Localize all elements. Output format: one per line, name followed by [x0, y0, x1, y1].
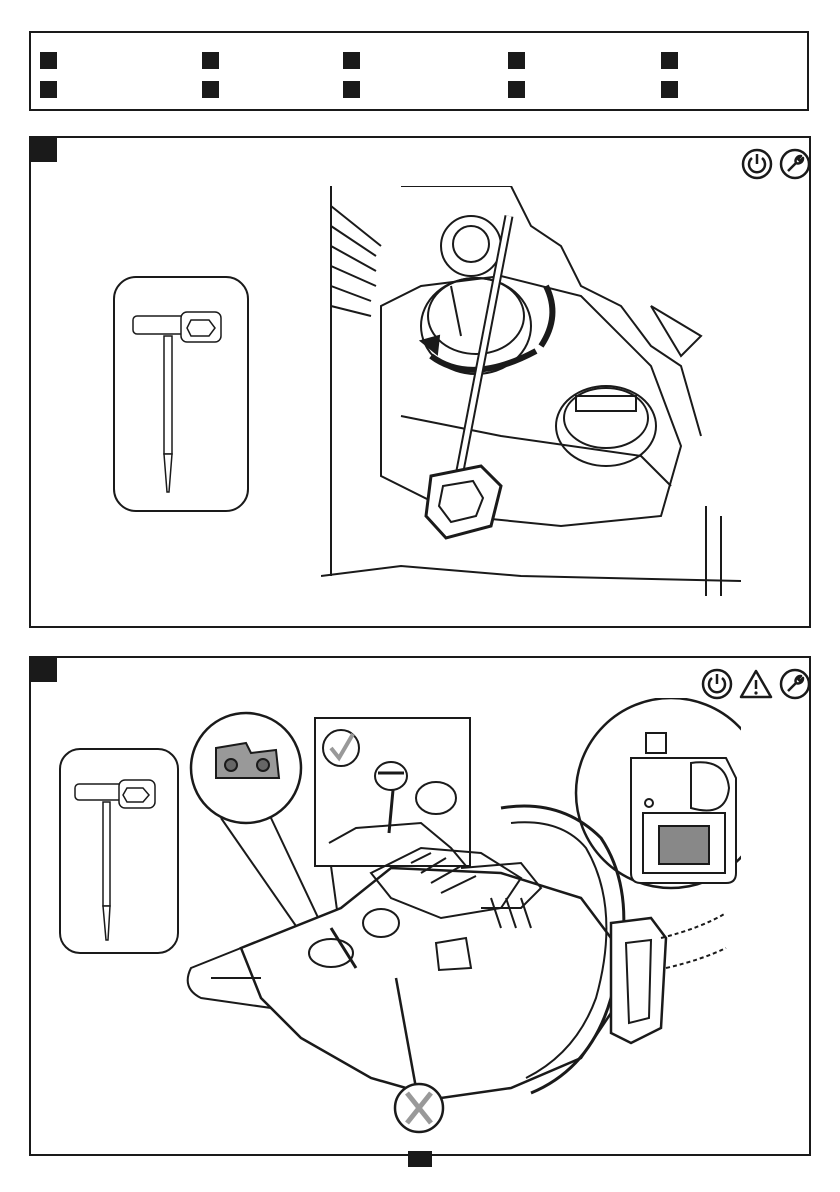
step-number-tag [31, 658, 57, 682]
legend-marker [40, 52, 57, 69]
power-off-icon [701, 668, 733, 700]
legend-marker [508, 52, 525, 69]
warning-triangle-icon [739, 668, 773, 700]
legend-marker [661, 52, 678, 69]
chainsaw-fuel-oil-illustration [181, 698, 741, 1138]
legend-box [29, 31, 809, 111]
legend-marker [40, 81, 57, 98]
safety-icon-group [741, 148, 811, 180]
wrench-icon [779, 668, 811, 700]
legend-marker [343, 81, 360, 98]
power-off-icon [741, 148, 773, 180]
legend-marker [202, 81, 219, 98]
step-panel-2 [29, 656, 811, 1156]
safety-icon-group [701, 668, 811, 700]
legend-marker [661, 81, 678, 98]
step-number-tag [31, 138, 57, 162]
fuel-cap-removal-illustration [321, 186, 741, 606]
legend-marker [508, 81, 525, 98]
legend-marker [202, 52, 219, 69]
page-number-tab [408, 1151, 432, 1167]
combination-wrench-illustration [57, 746, 181, 956]
step-panel-1 [29, 136, 811, 628]
legend-marker [343, 52, 360, 69]
combination-wrench-illustration [111, 274, 251, 514]
wrench-icon [779, 148, 811, 180]
